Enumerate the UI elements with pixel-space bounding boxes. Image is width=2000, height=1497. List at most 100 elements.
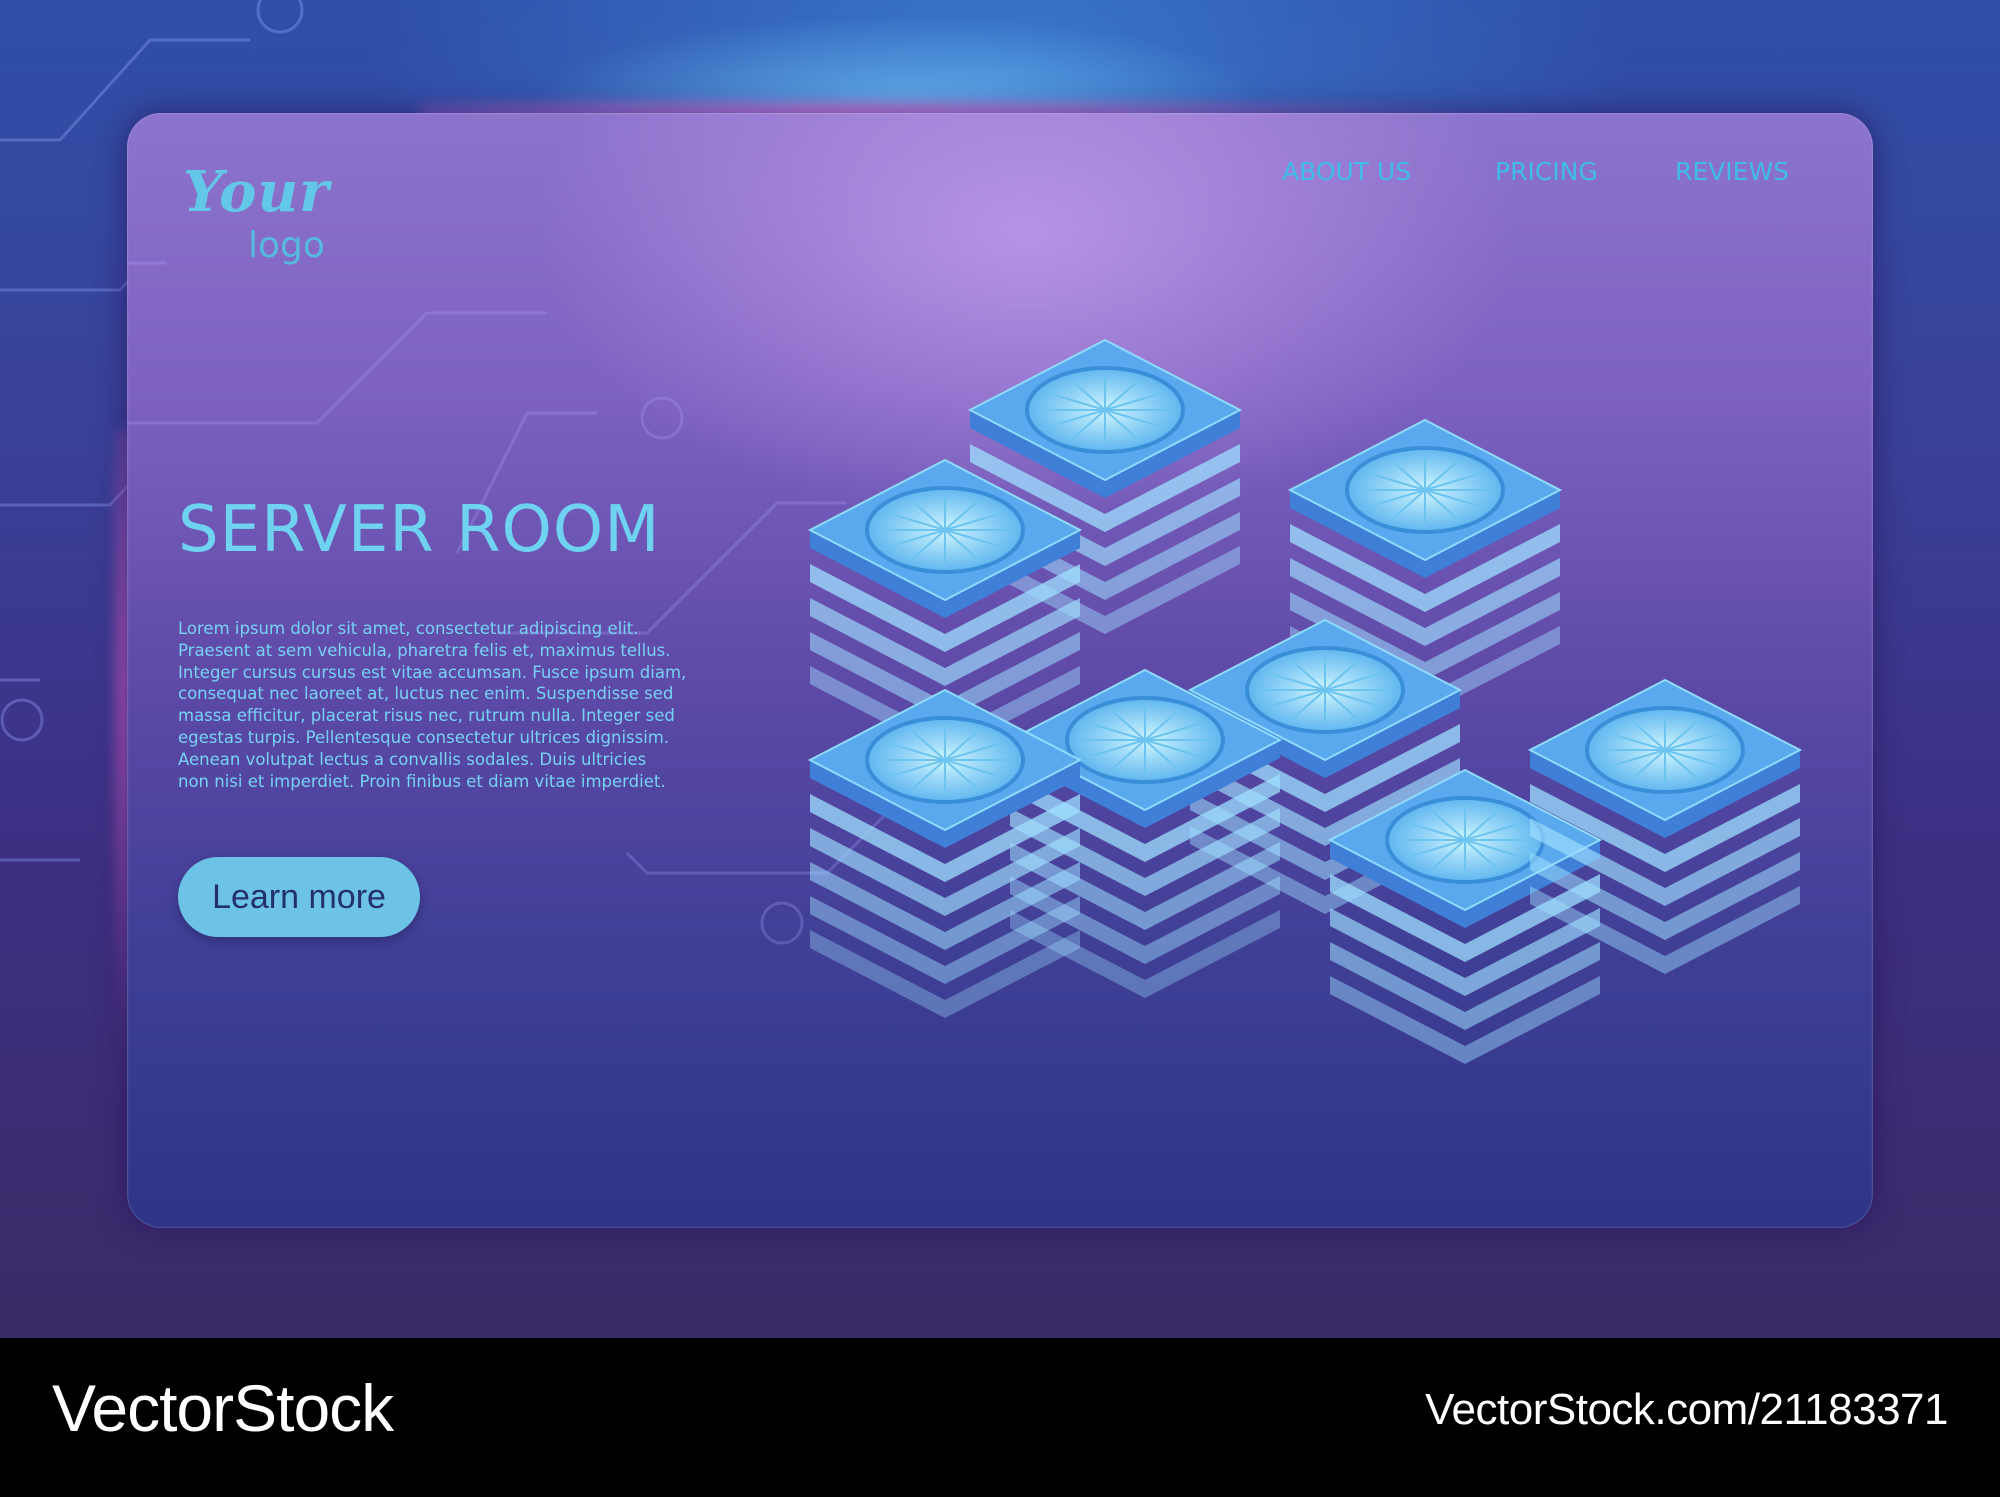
- fan-blade: [1631, 719, 1666, 751]
- top-navigation: ABOUT US PRICING REVIEWS: [1250, 156, 1810, 196]
- fan-blade: [887, 759, 946, 778]
- fan-blade: [1104, 392, 1163, 411]
- server-layer: [810, 598, 1080, 686]
- brand-logo[interactable]: Your logo: [183, 160, 383, 280]
- fan-blade: [1047, 392, 1106, 411]
- fan-blade: [944, 529, 979, 561]
- fan-blade: [1464, 822, 1523, 841]
- fan-blade: [1104, 409, 1163, 428]
- server-stack: [967, 338, 1243, 634]
- fan-blade: [1087, 722, 1146, 741]
- fan-blade: [1424, 472, 1483, 491]
- server-layer: [1330, 874, 1600, 962]
- fan-blade: [1391, 489, 1426, 521]
- fan-blade: [911, 499, 946, 531]
- server-layer: [970, 444, 1240, 532]
- server-layer: [1330, 976, 1600, 1064]
- server-layer: [810, 930, 1080, 1018]
- circuit-node: [760, 901, 804, 945]
- server-layer: [970, 546, 1240, 634]
- fan-blade: [944, 729, 979, 761]
- fan-blade: [944, 499, 979, 531]
- body-line: massa efficitur, placerat risus nec, rut…: [178, 706, 675, 726]
- footer-url-text: VectorStock.com/21183371: [1425, 1385, 1948, 1434]
- fan-blade: [1607, 749, 1666, 768]
- fan-blade: [1424, 489, 1459, 521]
- circuit-line: [497, 501, 847, 635]
- card-circuit-decoration: [127, 261, 889, 945]
- fan-blade: [911, 729, 946, 761]
- nav-link-reviews[interactable]: REVIEWS: [1675, 157, 1790, 186]
- server-layer: [810, 794, 1080, 882]
- server-layer: [1530, 886, 1800, 974]
- fan-blade: [1367, 489, 1426, 508]
- fan-blade: [887, 512, 946, 531]
- fan-blade: [944, 759, 1003, 778]
- fan-blade: [1291, 689, 1326, 721]
- server-stack: [807, 688, 1083, 1018]
- fan-blade: [1664, 732, 1723, 751]
- nav-link-about-us[interactable]: ABOUT US: [1282, 157, 1412, 186]
- body-line: non nisi et imperdiet. Proin finibus et …: [178, 771, 666, 791]
- fan-blade: [1087, 739, 1146, 758]
- fan-blade: [1071, 379, 1106, 411]
- fan-blade: [1631, 749, 1666, 781]
- server-layer: [1530, 818, 1800, 906]
- body-line: Aenean volutpat lectus a convallis sodal…: [178, 749, 647, 769]
- fan-blade: [1047, 409, 1106, 428]
- fan-blade: [1367, 472, 1426, 491]
- fan-blade: [1664, 719, 1699, 751]
- body-line: Lorem ipsum dolor sit amet, consectetur …: [178, 619, 639, 638]
- circuit-line: [127, 311, 547, 425]
- server-layer: [810, 862, 1080, 950]
- fan-blade: [1104, 409, 1139, 441]
- fan-blade: [1324, 659, 1359, 691]
- fan-blade: [1607, 732, 1666, 751]
- circuit-line: [625, 811, 889, 875]
- body-line: egestas turpis. Pellentesque consectetur…: [178, 727, 670, 747]
- server-layer: [810, 828, 1080, 916]
- footer-brand-text: VectorStock: [52, 1371, 394, 1445]
- hero-body-text: Lorem ipsum dolor sit amet, consectetur …: [178, 618, 708, 792]
- fan-blade: [1407, 822, 1466, 841]
- server-stack: [1527, 678, 1803, 974]
- fan-blade: [1267, 672, 1326, 691]
- logo-script-text: Your: [183, 159, 330, 225]
- fan-blade: [944, 529, 1003, 548]
- fan-blade: [887, 742, 946, 761]
- fan-blade: [1144, 709, 1179, 741]
- fan-blade: [1407, 839, 1466, 858]
- server-stack: [807, 458, 1083, 754]
- server-layer: [1530, 852, 1800, 940]
- fan-blade: [1664, 749, 1699, 781]
- body-line: consequat nec laoreet at, luctus nec eni…: [178, 684, 674, 704]
- fan-blade: [1144, 722, 1203, 741]
- fan-blade: [1291, 659, 1326, 691]
- fan-blade: [1324, 672, 1383, 691]
- fan-blade: [1111, 739, 1146, 771]
- server-illustration: [807, 338, 1803, 1064]
- fan-blade: [911, 759, 946, 791]
- body-line: Integer cursus cursus est vitae accumsan…: [178, 662, 687, 682]
- server-layer: [1010, 910, 1280, 998]
- body-line: Praesent at sem vehicula, pharetra felis…: [178, 640, 671, 660]
- server-layer: [1330, 908, 1600, 996]
- nav-link-pricing[interactable]: PRICING: [1495, 157, 1598, 186]
- logo-sub-text: logo: [248, 225, 325, 266]
- server-layer: [1330, 942, 1600, 1030]
- fan-blade: [1424, 459, 1459, 491]
- server-stack: [1327, 768, 1603, 1064]
- server-layer: [1530, 784, 1800, 872]
- watermark-footer: VectorStock VectorStock.com/21183371: [0, 1338, 2000, 1497]
- circuit-node: [256, 0, 304, 34]
- fan-blade: [1664, 749, 1723, 768]
- fan-blade: [1431, 809, 1466, 841]
- fan-blade: [1391, 459, 1426, 491]
- fan-blade: [1267, 689, 1326, 708]
- circuit-node: [640, 396, 684, 440]
- server-layer: [810, 896, 1080, 984]
- learn-more-button[interactable]: Learn more: [178, 857, 420, 937]
- fan-blade: [1464, 809, 1499, 841]
- fan-blade: [944, 512, 1003, 531]
